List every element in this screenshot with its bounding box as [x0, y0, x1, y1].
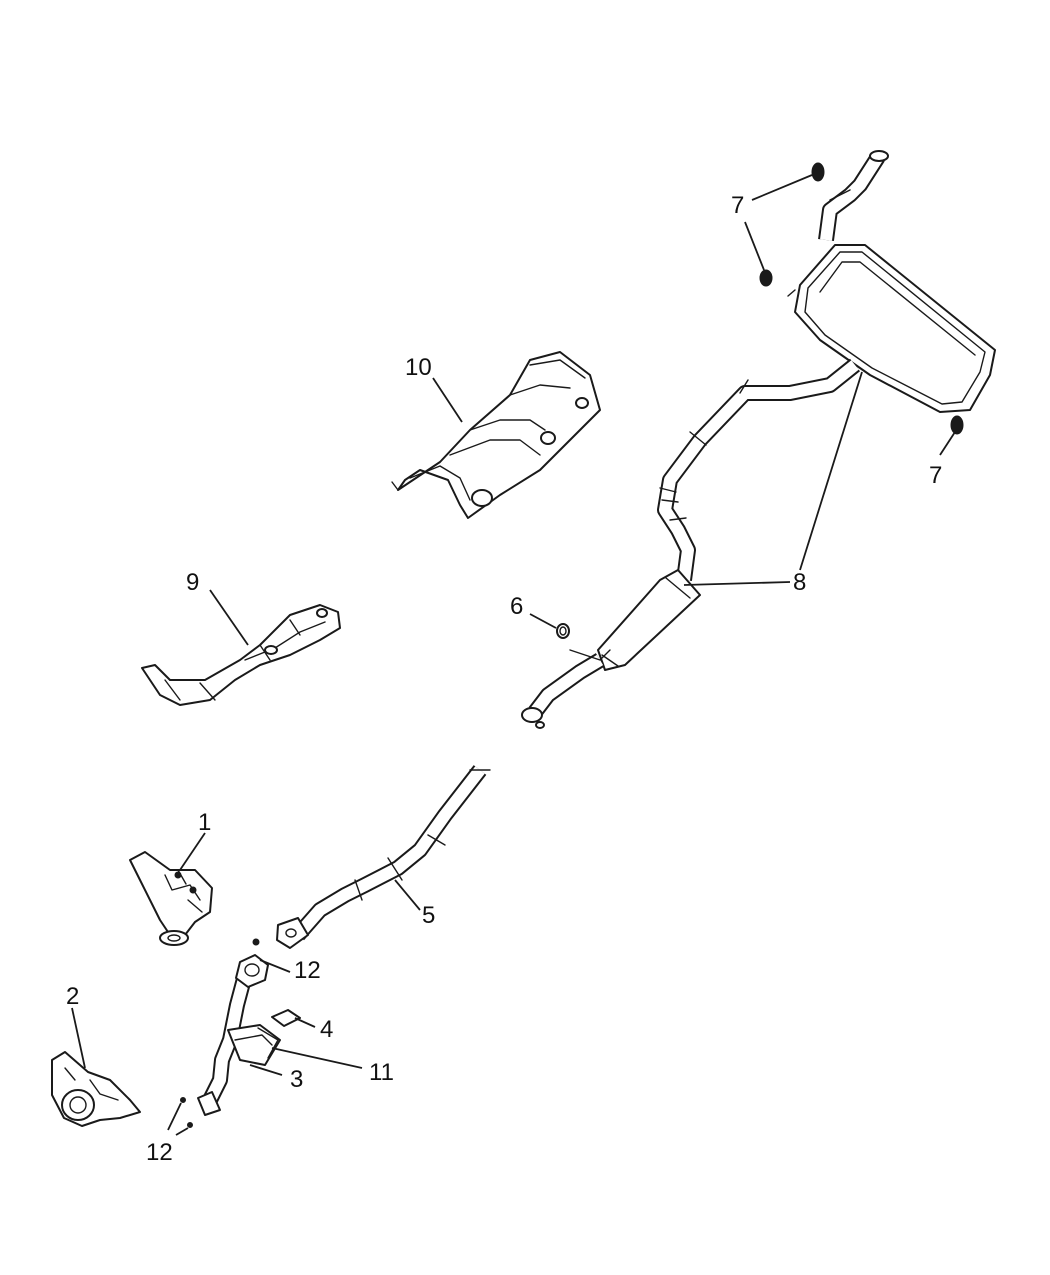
leader-8-lower — [683, 581, 791, 586]
callouts: 10 9 7 7 8 6 1 5 12 4 11 3 2 12 — [66, 192, 942, 1166]
nut-upper — [252, 938, 260, 946]
isolator-right — [950, 415, 964, 435]
leader-8-upper — [799, 371, 863, 571]
clamp — [556, 623, 570, 639]
crossover-pipe — [197, 954, 281, 1116]
leader-12-lower-b — [175, 1127, 189, 1136]
callout-12-upper: 12 — [294, 957, 321, 984]
leader-1 — [179, 832, 206, 871]
leader-3 — [249, 1064, 283, 1076]
leader-5 — [394, 879, 421, 911]
heat-shield-upper — [391, 351, 601, 519]
crossover-heat-shield — [257, 1027, 279, 1059]
muffler-assembly — [521, 150, 996, 729]
leader-2 — [71, 1007, 86, 1069]
callout-5: 5 — [422, 902, 435, 929]
leader-7-right — [939, 431, 956, 456]
gasket — [271, 1009, 301, 1027]
callout-7-top: 7 — [731, 192, 744, 219]
exhaust-manifold-lower — [51, 1051, 141, 1127]
leader-7-middle — [744, 221, 765, 271]
callout-3: 3 — [290, 1066, 303, 1093]
callout-10: 10 — [405, 354, 432, 381]
isolator-top — [811, 162, 825, 182]
callout-9: 9 — [186, 569, 199, 596]
callout-6: 6 — [510, 593, 523, 620]
callout-11: 11 — [369, 1059, 394, 1086]
nut-lower-a — [180, 1097, 186, 1103]
leader-lines — [71, 174, 956, 1136]
callout-8: 8 — [793, 569, 806, 596]
leader-12-upper — [259, 959, 291, 973]
callout-12-lower: 12 — [146, 1139, 173, 1166]
callout-7-right: 7 — [929, 462, 942, 489]
leader-12-lower-a — [167, 1102, 182, 1131]
callout-4: 4 — [320, 1016, 333, 1043]
leader-7-top — [751, 174, 813, 201]
isolator-middle — [759, 269, 773, 287]
leader-9 — [209, 589, 249, 646]
leader-6 — [529, 613, 557, 629]
leader-10 — [432, 377, 463, 423]
leader-4 — [294, 1017, 316, 1028]
callout-2: 2 — [66, 983, 79, 1010]
leader-11 — [271, 1047, 363, 1069]
callout-1: 1 — [198, 809, 211, 836]
exhaust-manifold-upper — [129, 851, 213, 946]
heat-shield-lower — [141, 604, 341, 706]
nut-lower-b — [187, 1122, 193, 1128]
front-exhaust-pipe — [276, 765, 491, 949]
